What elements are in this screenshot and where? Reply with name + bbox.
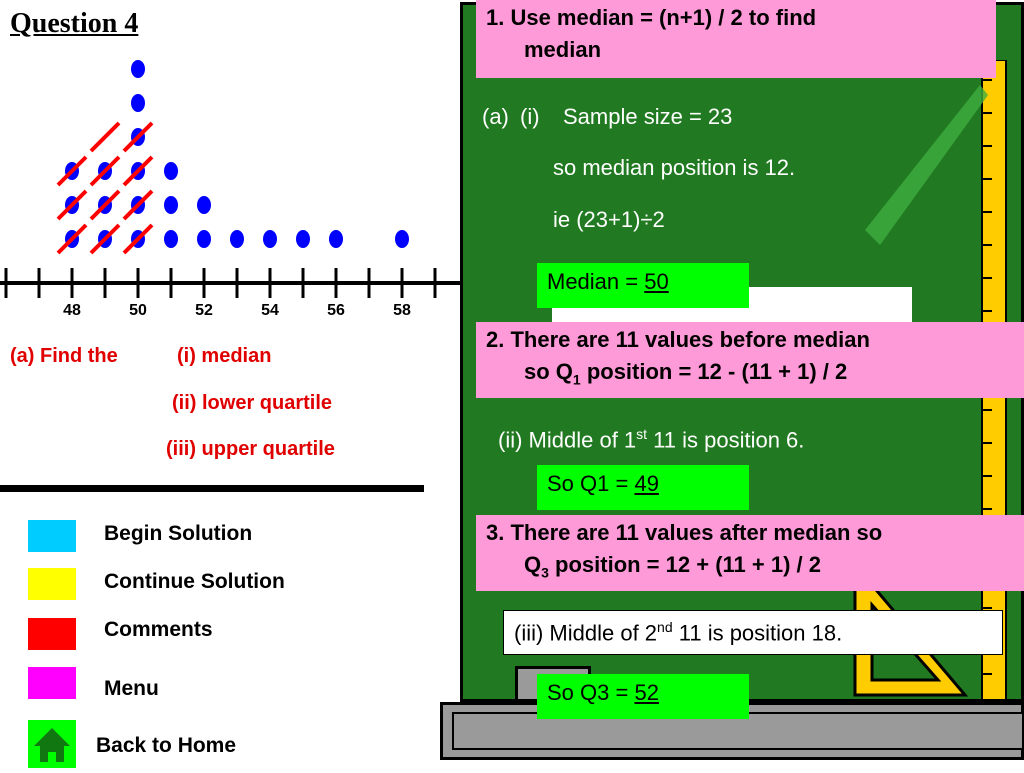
home-icon xyxy=(34,728,70,762)
strike-mark xyxy=(89,155,121,187)
ii-sup: st xyxy=(636,426,648,442)
ii-post: 11 is position 6. xyxy=(647,427,805,453)
comments-swatch[interactable] xyxy=(28,618,76,650)
strike-mark xyxy=(56,189,88,221)
continue-solution-label[interactable]: Continue Solution xyxy=(104,570,285,593)
divider xyxy=(0,485,424,492)
step3-line1: 3. There are 11 values after median so xyxy=(486,520,883,545)
q1-prefix: So Q1 = xyxy=(547,471,635,496)
axis-tick-label: 52 xyxy=(195,302,213,319)
strike-mark xyxy=(122,121,154,153)
step2-line2: so Q1 position = 12 - (11 + 1) / 2 xyxy=(486,356,1014,395)
median-value: 50 xyxy=(644,269,669,294)
median-calc: ie (23+1)÷2 xyxy=(553,207,665,232)
iii-pre: (iii) Middle of 2 xyxy=(514,620,658,646)
step3-line2-pre: Q xyxy=(524,552,542,577)
ii-pre: (ii) Middle of 1 xyxy=(498,427,637,453)
part-iii-box: (iii) Middle of 2nd 11 is position 18. xyxy=(503,610,1003,655)
comments-label[interactable]: Comments xyxy=(104,618,213,641)
step3-box: 3. There are 11 values after median so Q… xyxy=(476,515,1024,591)
step2-box: 2. There are 11 values before median so … xyxy=(476,322,1024,398)
step1-line1: 1. Use median = (n+1) / 2 to find xyxy=(486,5,817,30)
data-dot xyxy=(329,230,343,248)
q3-value: 52 xyxy=(634,680,659,705)
step3-sub: 3 xyxy=(541,564,549,581)
data-dot xyxy=(164,230,178,248)
step3-line2-post: position = 12 + (11 + 1) / 2 xyxy=(548,552,821,577)
data-dot xyxy=(131,60,145,78)
prompt-i: (i) median xyxy=(177,345,272,367)
back-to-home-label[interactable]: Back to Home xyxy=(96,734,237,757)
strike-mark xyxy=(89,121,121,153)
part-i-label: (i) xyxy=(520,104,540,129)
begin-solution-swatch[interactable] xyxy=(28,520,76,552)
home-button[interactable] xyxy=(28,720,76,768)
continue-solution-swatch[interactable] xyxy=(28,568,76,600)
q1-answer-box: So Q1 = 49 xyxy=(537,465,749,510)
axis-tick-label: 50 xyxy=(129,302,147,319)
strike-mark xyxy=(122,223,154,255)
step3-line2: Q3 position = 12 + (11 + 1) / 2 xyxy=(486,549,1014,588)
begin-solution-label[interactable]: Begin Solution xyxy=(104,522,253,545)
strike-mark xyxy=(56,155,88,187)
step1-line2: median xyxy=(524,37,602,62)
data-dot xyxy=(263,230,277,248)
chalk-streak-decoration xyxy=(865,85,988,245)
q1-value: 49 xyxy=(634,471,659,496)
menu-label[interactable]: Menu xyxy=(104,677,159,700)
part-a-label: (a) xyxy=(482,104,509,129)
strike-mark xyxy=(56,223,88,255)
data-dot xyxy=(131,94,145,112)
strike-mark xyxy=(89,223,121,255)
step2-line2-post: position = 12 - (11 + 1) / 2 xyxy=(580,359,848,384)
dot-plot: 48 50 52 54 56 58 xyxy=(0,60,474,319)
data-dot xyxy=(164,162,178,180)
step1-box: 1. Use median = (n+1) / 2 to find median xyxy=(476,0,996,78)
median-position: so median position is 12. xyxy=(553,155,796,180)
sample-size: Sample size = 23 xyxy=(563,104,733,129)
axis-tick-label: 56 xyxy=(327,302,345,319)
question-title: Question 4 xyxy=(10,8,139,39)
axis-tick-label: 58 xyxy=(393,302,411,319)
q3-answer-box: So Q3 = 52 xyxy=(537,674,749,719)
data-dot xyxy=(395,230,409,248)
data-dot xyxy=(164,196,178,214)
axis-tick-label: 48 xyxy=(63,302,81,319)
iii-post: 11 is position 18. xyxy=(672,620,843,646)
prompt-part-a: (a) Find the xyxy=(10,345,118,367)
median-answer-box: Median = 50 xyxy=(537,263,749,308)
prompt-iii: (iii) upper quartile xyxy=(166,438,335,460)
median-prefix: Median = xyxy=(547,269,645,294)
step2-sub: 1 xyxy=(572,371,581,388)
strike-mark xyxy=(89,189,121,221)
axis-tick-label: 54 xyxy=(261,302,279,319)
data-dot xyxy=(197,196,211,214)
strike-mark xyxy=(122,155,154,187)
q3-prefix: So Q3 = xyxy=(547,680,635,705)
data-dot xyxy=(197,230,211,248)
step2-line1: 2. There are 11 values before median xyxy=(486,327,870,352)
data-dot xyxy=(230,230,244,248)
data-dot xyxy=(296,230,310,248)
prompt-ii: (ii) lower quartile xyxy=(172,392,333,414)
step2-line2-pre: so Q xyxy=(524,359,573,384)
part-ii-text: (ii) Middle of 1st 11 is position 6. xyxy=(498,426,804,453)
menu-swatch[interactable] xyxy=(28,667,76,699)
iii-sup: nd xyxy=(657,619,673,635)
strike-mark xyxy=(122,189,154,221)
